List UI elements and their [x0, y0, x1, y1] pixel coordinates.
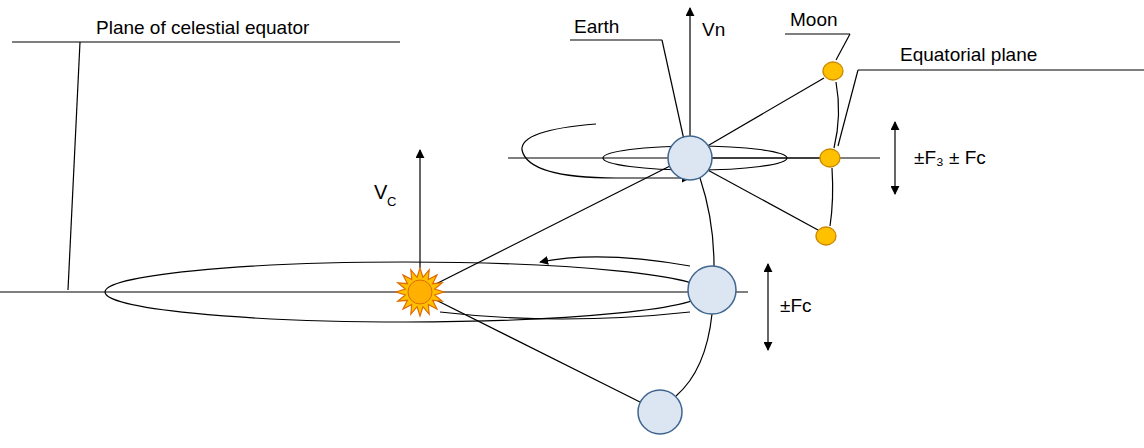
sun-disc: [408, 280, 432, 304]
velocity-arrow: [689, 8, 690, 136]
callout-label: Plane of celestial equator: [96, 18, 309, 37]
force-label: ±Fc: [780, 296, 812, 315]
orbit-arc: [676, 314, 712, 396]
moon-circle: [820, 149, 840, 167]
orbit-arc: [834, 82, 839, 148]
leader-line: [838, 70, 858, 146]
plane-line: [0, 291, 748, 292]
callout-label: Moon: [790, 10, 838, 29]
orbit-arc: [700, 178, 714, 266]
vector-subscript: C: [387, 195, 396, 208]
leader-line: [662, 40, 684, 140]
force-arrow: [894, 122, 895, 194]
rotation-arrow: [440, 312, 690, 319]
vector-label: V: [374, 182, 387, 202]
leader-line: [785, 33, 850, 34]
radius-line: [420, 292, 640, 402]
rotation-arrow: [522, 124, 690, 178]
force-label: ±F₃ ± Fc: [914, 148, 986, 167]
force-arrow: [767, 264, 768, 350]
moon-circle: [816, 227, 836, 245]
leader-line: [12, 41, 400, 42]
earth-circle: [688, 266, 736, 314]
callout-label: Earth: [574, 17, 619, 36]
leader-line: [858, 69, 1144, 70]
earth-circle: [638, 390, 682, 434]
vector-label: Vn: [702, 20, 725, 39]
rotation-arrow: [540, 257, 690, 266]
radius-line: [704, 78, 824, 148]
callout-label: Equatorial plane: [900, 45, 1037, 64]
radius-line: [704, 168, 818, 230]
leader-line: [836, 34, 850, 60]
leader-line: [570, 39, 662, 40]
earth-circle: [668, 136, 712, 180]
velocity-arrow: [419, 150, 420, 268]
radius-line: [420, 166, 670, 292]
leader-line: [68, 42, 80, 290]
sun-rays: [396, 268, 444, 316]
orbit-arc: [830, 168, 833, 226]
radius-line: [712, 157, 820, 158]
orbit-ellipse: [105, 262, 705, 322]
moon-circle: [823, 62, 843, 80]
sun-symbol: [396, 268, 444, 316]
